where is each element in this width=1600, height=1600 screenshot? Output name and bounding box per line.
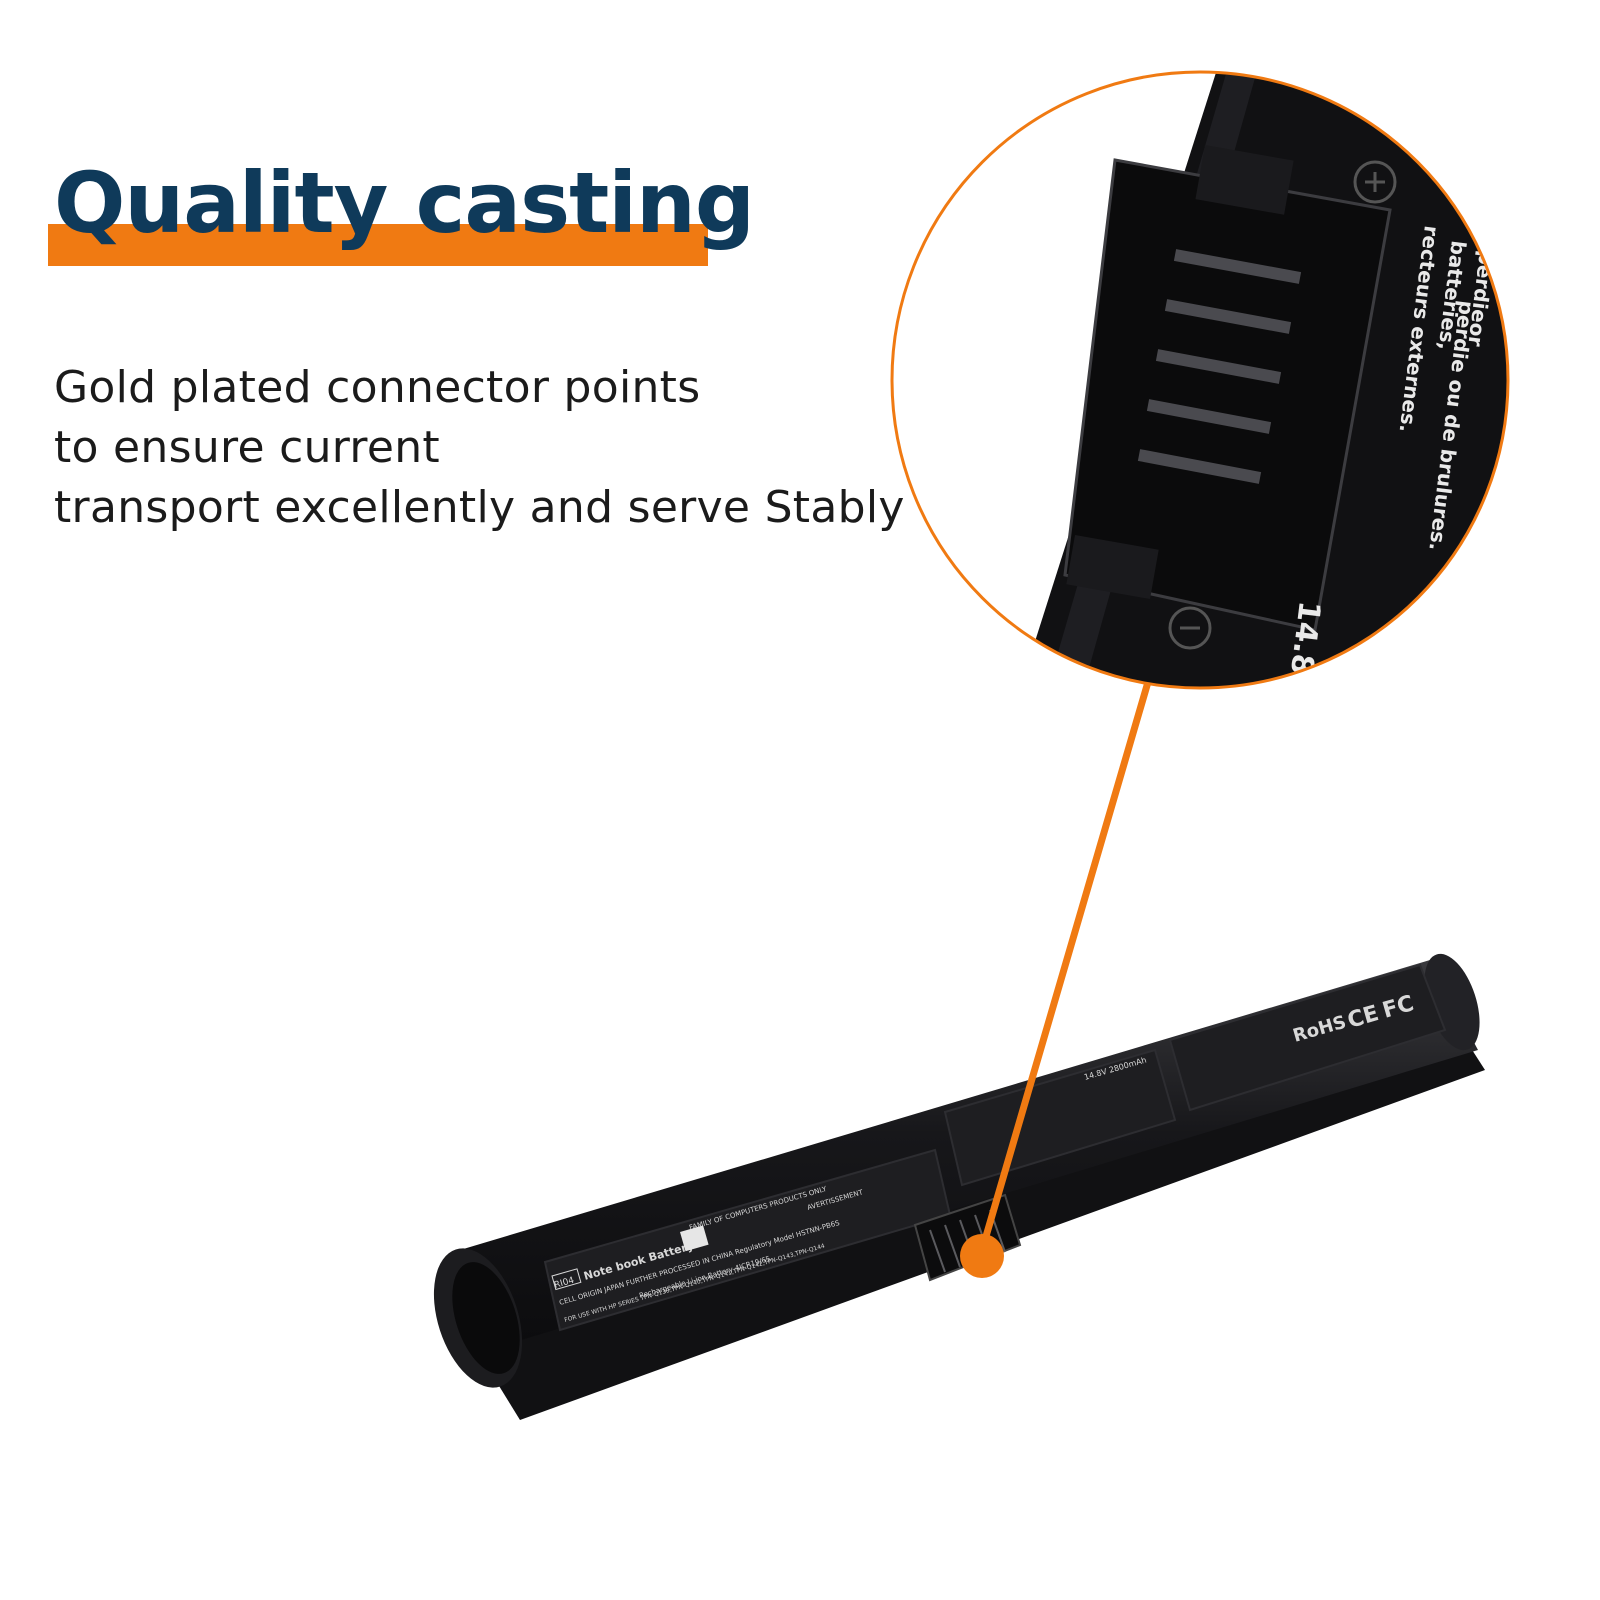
headline-block: Quality casting xyxy=(48,154,755,270)
headline: Quality casting xyxy=(54,154,755,252)
description: Gold plated connector points to ensure c… xyxy=(54,358,914,538)
headline-underline-bar xyxy=(48,224,708,266)
zoom-callout: perdie ou de brulures. perdieor batterie… xyxy=(890,70,1510,690)
description-line-1: Gold plated connector points xyxy=(54,362,701,413)
callout-anchor-dot xyxy=(960,1234,1004,1278)
description-line-3: transport excellently and serve Stably xyxy=(54,482,905,533)
battery-qr-code xyxy=(680,1225,709,1252)
description-line-2: to ensure current xyxy=(54,422,440,473)
laptop-battery: RI04 Note book Battery CELL ORIGIN JAPAN… xyxy=(433,953,1485,1420)
callout-leader-line xyxy=(978,678,1152,1254)
